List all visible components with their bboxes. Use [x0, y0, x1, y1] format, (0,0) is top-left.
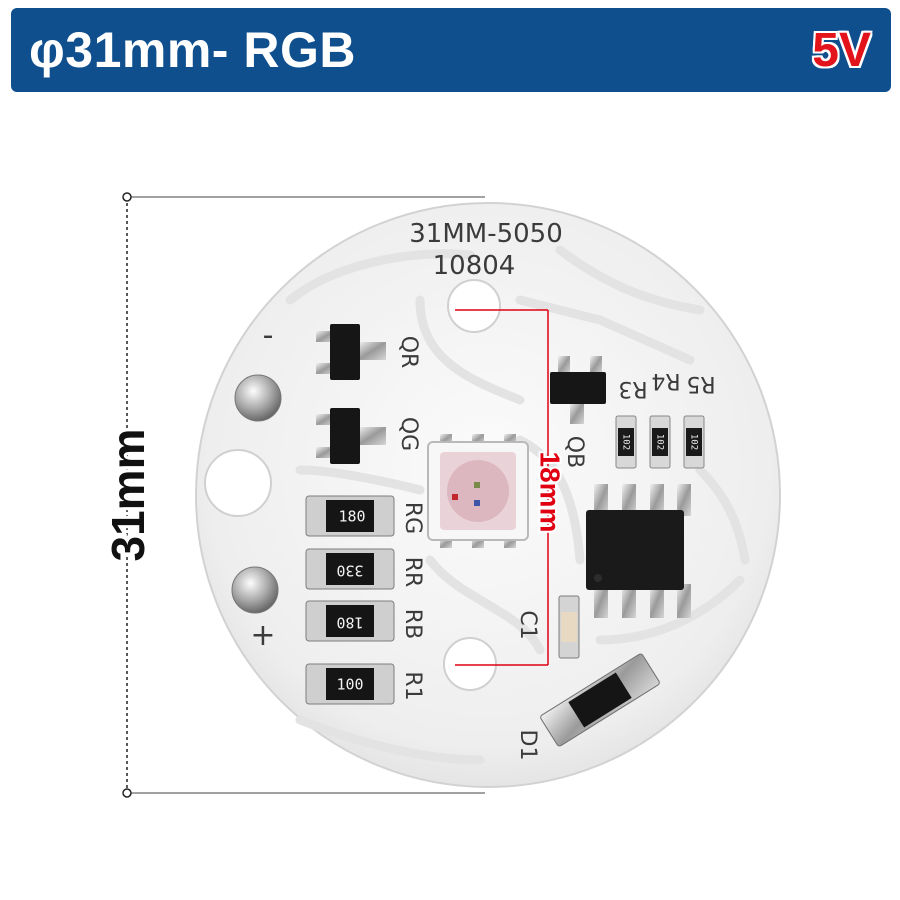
diameter-label: 31mm — [102, 429, 154, 562]
voltage-badge: 5V — [812, 24, 871, 77]
resistor-rb — [305, 600, 395, 642]
mounting-hole-left — [204, 449, 272, 517]
transistor-qg — [316, 408, 386, 464]
negative-pad — [234, 374, 282, 422]
label-d1: D1 — [515, 730, 540, 761]
resistor-code-r4: 102 — [655, 434, 665, 450]
label-rg: RG — [400, 502, 425, 534]
label-rr: RR — [400, 557, 425, 588]
mounting-hole-bottom — [443, 637, 497, 691]
minus-marking: - — [263, 318, 274, 353]
resistor-r5 — [683, 415, 705, 469]
transistor-qr — [316, 324, 386, 380]
resistor-code-rb: 180 — [336, 614, 363, 632]
resistor-code-rr: 330 — [336, 562, 363, 580]
product-title: φ31mm- RGB — [29, 22, 356, 78]
label-r5: R5 — [686, 371, 715, 396]
pcb-board: - + 31MM-5050 10804 QR QG QB — [195, 202, 781, 788]
label-r3: R3 — [618, 376, 647, 401]
resistor-code-r1: 100 — [336, 676, 363, 694]
diode-d1 — [540, 653, 660, 747]
resistor-code-r3: 102 — [621, 434, 631, 450]
label-qb: QB — [562, 436, 587, 468]
label-qg: QG — [396, 417, 421, 451]
resistor-r3 — [615, 415, 637, 469]
resistor-rr — [305, 548, 395, 590]
hole-spacing-label: 18mm — [535, 452, 566, 533]
rgb-led-5050 — [427, 434, 529, 548]
dimension-endpoint — [122, 788, 132, 798]
label-rb: RB — [400, 609, 425, 639]
driver-ic — [586, 484, 691, 618]
label-r1: R1 — [400, 671, 425, 700]
mounting-hole-top — [447, 279, 501, 333]
board-traces — [285, 245, 750, 765]
diameter-dimension: 31mm — [99, 192, 485, 798]
transistor-qb — [550, 356, 606, 424]
board-code: 10804 — [433, 251, 516, 281]
title-banner: φ31mm- RGB 5V — [11, 8, 891, 92]
board-model: 31MM-5050 — [409, 219, 563, 249]
label-c1: C1 — [515, 610, 540, 639]
plus-marking: + — [250, 618, 275, 653]
capacitor-c1 — [558, 595, 580, 659]
resistor-code-r5: 102 — [689, 434, 699, 450]
resistor-rg — [305, 495, 395, 537]
positive-pad — [231, 566, 279, 614]
hole-spacing-dimension: 18mm — [455, 309, 568, 666]
label-qr: QR — [396, 336, 421, 369]
dimension-endpoint — [122, 192, 132, 202]
resistor-code-rg: 180 — [338, 508, 365, 526]
resistor-r4 — [649, 415, 671, 469]
resistor-r1 — [305, 663, 395, 705]
label-r4: R4 — [651, 368, 680, 393]
